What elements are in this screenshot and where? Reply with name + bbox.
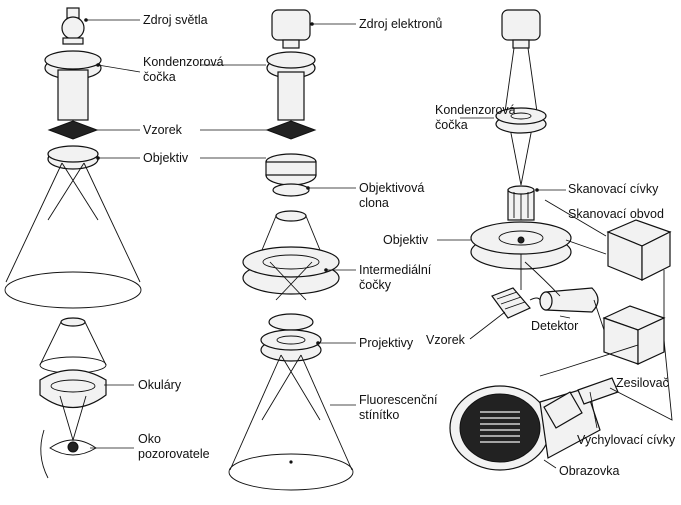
label-line: čočka: [435, 118, 468, 132]
tem-specimen: [267, 121, 315, 139]
objective-lens: [48, 146, 98, 169]
tem-objective-lens: [266, 154, 316, 185]
fluorescent-screen-cone: [229, 355, 353, 490]
detector: [530, 288, 598, 312]
label-line: Objektivová: [359, 181, 424, 195]
label-electron-source: Zdroj elektronů: [359, 17, 442, 31]
label-scan-circuit: Skanovací obvod: [568, 207, 664, 221]
amplifier-box: [604, 306, 664, 364]
label-line: clona: [359, 196, 389, 210]
projective-lens: [261, 314, 321, 361]
label-deflection-coils: Vychylovací cívky: [577, 433, 676, 447]
sem-specimen: [492, 288, 530, 318]
tem-condenser-lens: [267, 52, 315, 120]
scan-coils: [508, 186, 534, 220]
label-line: stínítko: [359, 408, 399, 422]
label-objective-light: Objektiv: [143, 151, 189, 165]
specimen-slide: [49, 121, 97, 139]
observer-eye: [41, 430, 96, 478]
label-specimen-light: Vzorek: [143, 123, 183, 137]
label-line: čočka: [143, 70, 176, 84]
label-line: pozorovatele: [138, 447, 210, 461]
sem-objective-lens: [471, 222, 571, 290]
label-line: Oko: [138, 432, 161, 446]
electron-source-gun: [272, 10, 310, 48]
label-line: Kondenzorová: [435, 103, 516, 117]
light-source-lamp: [62, 8, 84, 44]
label-line: Intermediální: [359, 263, 432, 277]
crt-screen: [450, 386, 600, 470]
label-line: Fluorescenční: [359, 393, 438, 407]
label-scan-coils: Skanovací cívky: [568, 182, 659, 196]
sem-electron-gun: [502, 10, 540, 48]
label-projective: Projektivy: [359, 336, 414, 350]
label-screen: Obrazovka: [559, 464, 619, 478]
label-line: čočky: [359, 278, 392, 292]
label-light-source: Zdroj světla: [143, 13, 208, 27]
label-detector: Detektor: [531, 319, 578, 333]
label-sem-objective: Objektiv: [383, 233, 429, 247]
label-amplifier: Zesilovač: [616, 376, 669, 390]
scan-circuit-box: [608, 220, 670, 280]
condenser-lens: [45, 51, 101, 120]
image-cone: [40, 318, 106, 373]
intermediate-lenses: [243, 247, 339, 300]
eyepiece-lens: [40, 370, 106, 440]
label-eyepieces: Okuláry: [138, 378, 182, 392]
light-ray-cone: [5, 163, 141, 308]
objective-aperture: [262, 184, 320, 250]
label-sem-specimen: Vzorek: [426, 333, 466, 347]
label-line: Kondenzorová: [143, 55, 224, 69]
